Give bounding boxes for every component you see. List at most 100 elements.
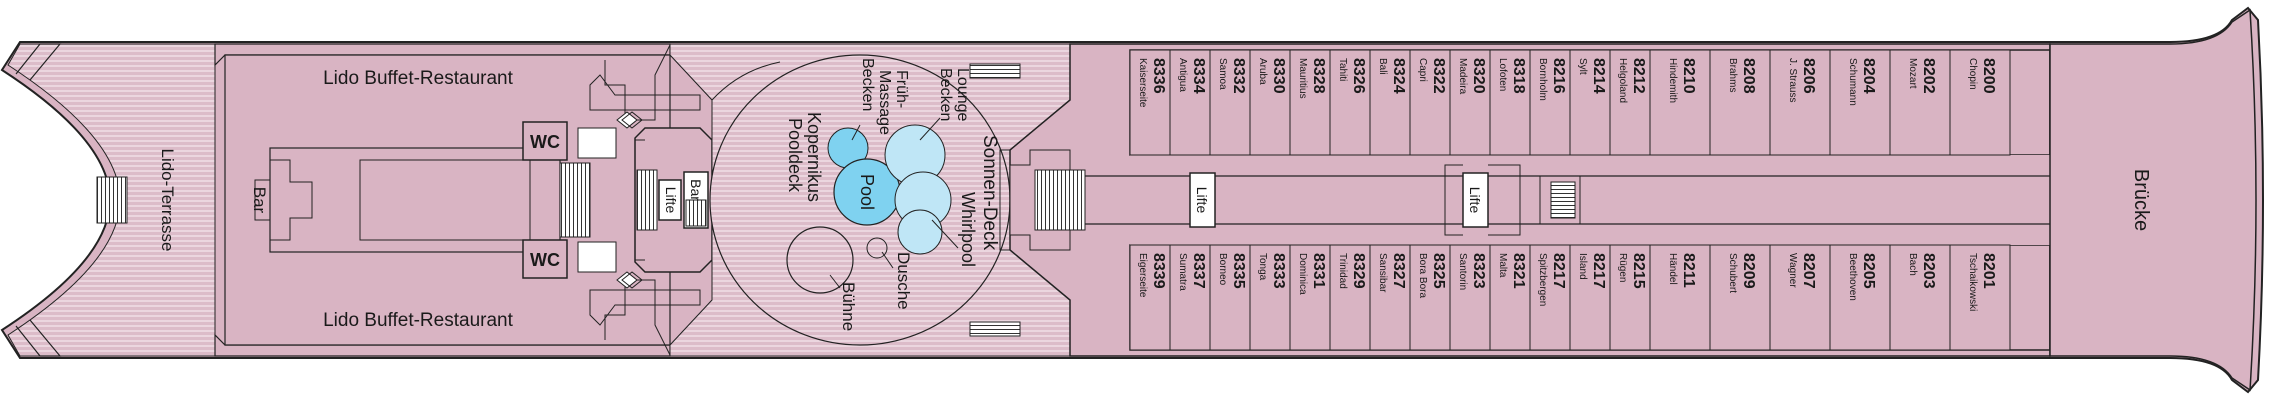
grate-terrace xyxy=(96,176,128,224)
top-cabin-name: Antigua xyxy=(1177,58,1188,92)
bottom-cabin-number: 8203 xyxy=(1920,253,1937,289)
bottom-cabin-cell xyxy=(1169,244,1211,351)
leader-buehne xyxy=(829,274,841,289)
lift-right-wall xyxy=(1488,164,1521,236)
bottom-cabin-number: 8209 xyxy=(1740,253,1757,289)
stair-icon-bl xyxy=(616,271,638,289)
buffet-counter-edge xyxy=(254,148,271,252)
stair-box-bottom xyxy=(577,241,617,273)
label-dusche: Dusche xyxy=(894,252,913,310)
stair-icon-tr xyxy=(621,111,643,129)
top-cabin-cell xyxy=(1709,49,1771,156)
grate-center-left xyxy=(636,169,658,231)
top-cabin-name: Schumann xyxy=(1847,58,1858,106)
top-cabin-number: 8334 xyxy=(1190,58,1207,94)
lift-side-wall xyxy=(634,139,645,261)
bottom-cabin-number: 8201 xyxy=(1980,253,1997,289)
label-lounge-2: Becken xyxy=(937,68,954,121)
label-bar-center: Bar xyxy=(688,179,704,201)
top-cabin-number: 8330 xyxy=(1270,58,1287,94)
bottom-cabin-cell xyxy=(1649,244,1711,351)
top-cabin-number: 8202 xyxy=(1920,58,1937,94)
grate-stair-hall xyxy=(1034,169,1086,231)
lifte-right-box xyxy=(1462,172,1489,228)
top-cabin-cell xyxy=(1129,49,1171,156)
corridor xyxy=(1130,155,2050,245)
bottom-cabin-number: 8217 xyxy=(1550,253,1567,289)
stair-box-top xyxy=(577,127,617,159)
top-cabin-name: Tahiti xyxy=(1337,58,1348,81)
top-cabin-number: 8318 xyxy=(1510,58,1527,94)
bruecke-area xyxy=(2049,8,2257,392)
label-fruehmassage-3: Becken xyxy=(859,58,876,111)
top-cabin-number: 8214 xyxy=(1590,58,1607,94)
grate-center xyxy=(685,199,707,227)
lift-right-wall-b xyxy=(1444,164,1463,236)
top-cabin-number: 8204 xyxy=(1860,58,1877,94)
bottom-cabin-number: 8327 xyxy=(1390,253,1407,289)
top-cabin-name: Sylt xyxy=(1577,58,1588,75)
bottom-cabin-cell xyxy=(1709,244,1771,351)
bottom-cabin-number: 8211 xyxy=(1680,253,1697,288)
top-cabin-cell xyxy=(1249,49,1291,156)
top-cabin-name: J. Strauss xyxy=(1787,58,1798,102)
bottom-cabin-number: 8329 xyxy=(1350,253,1367,289)
top-cabin-name: Mozart xyxy=(1907,58,1918,89)
stair-icon-br xyxy=(621,271,643,289)
top-cabin-name: Capri xyxy=(1417,58,1428,82)
bottom-cabin-number: 8325 xyxy=(1430,253,1447,289)
top-cabin-number: 8206 xyxy=(1800,58,1817,94)
top-cabin-number: 8200 xyxy=(1980,58,1997,94)
stairs-bottom-left xyxy=(15,319,62,357)
bottom-cabin-cell xyxy=(1129,244,1171,351)
bottom-cabin-name: Schubert xyxy=(1727,253,1738,293)
bottom-cabin-name: Spitzbergen xyxy=(1537,253,1548,306)
top-cabin-number: 8326 xyxy=(1350,58,1367,94)
lifte-mid-box xyxy=(1189,172,1216,228)
bottom-cabin-name: Bach xyxy=(1907,253,1918,276)
bottom-cabin-name: Bora Bora xyxy=(1417,253,1428,298)
top-cabin-cell xyxy=(1609,49,1651,156)
top-cabin-name: Brahms xyxy=(1727,58,1738,92)
wc-bottom-box xyxy=(522,239,568,279)
bottom-cabin-name: Händel xyxy=(1667,253,1678,285)
top-cabin-name: Bali xyxy=(1377,58,1388,75)
bottom-cabin-name: Island xyxy=(1577,253,1588,280)
grate-pooldeck-bottom xyxy=(969,321,1021,337)
label-buehne: Bühne xyxy=(839,282,858,331)
leader-dusche xyxy=(881,251,894,269)
top-cabin-cell xyxy=(1169,49,1211,156)
grate-buffet-right xyxy=(559,162,591,238)
label-pool: Pool xyxy=(857,174,877,210)
top-cabin-cell xyxy=(1409,49,1451,156)
label-lifte-left: Lifte xyxy=(663,187,679,214)
stair-core-top xyxy=(589,74,701,111)
label-bruecke: Brücke xyxy=(2130,169,2152,231)
label-buffet-bottom: Lido Buffet-Restaurant xyxy=(323,310,513,331)
label-wc-top: WC xyxy=(530,132,560,152)
label-whirlpool: Whirlpool xyxy=(958,192,978,267)
stair-core-bottom xyxy=(589,289,701,326)
top-cabin-cell xyxy=(1649,49,1711,156)
bottom-cabin-cell xyxy=(1209,244,1251,351)
bottom-cabin-cell xyxy=(1949,244,2011,351)
